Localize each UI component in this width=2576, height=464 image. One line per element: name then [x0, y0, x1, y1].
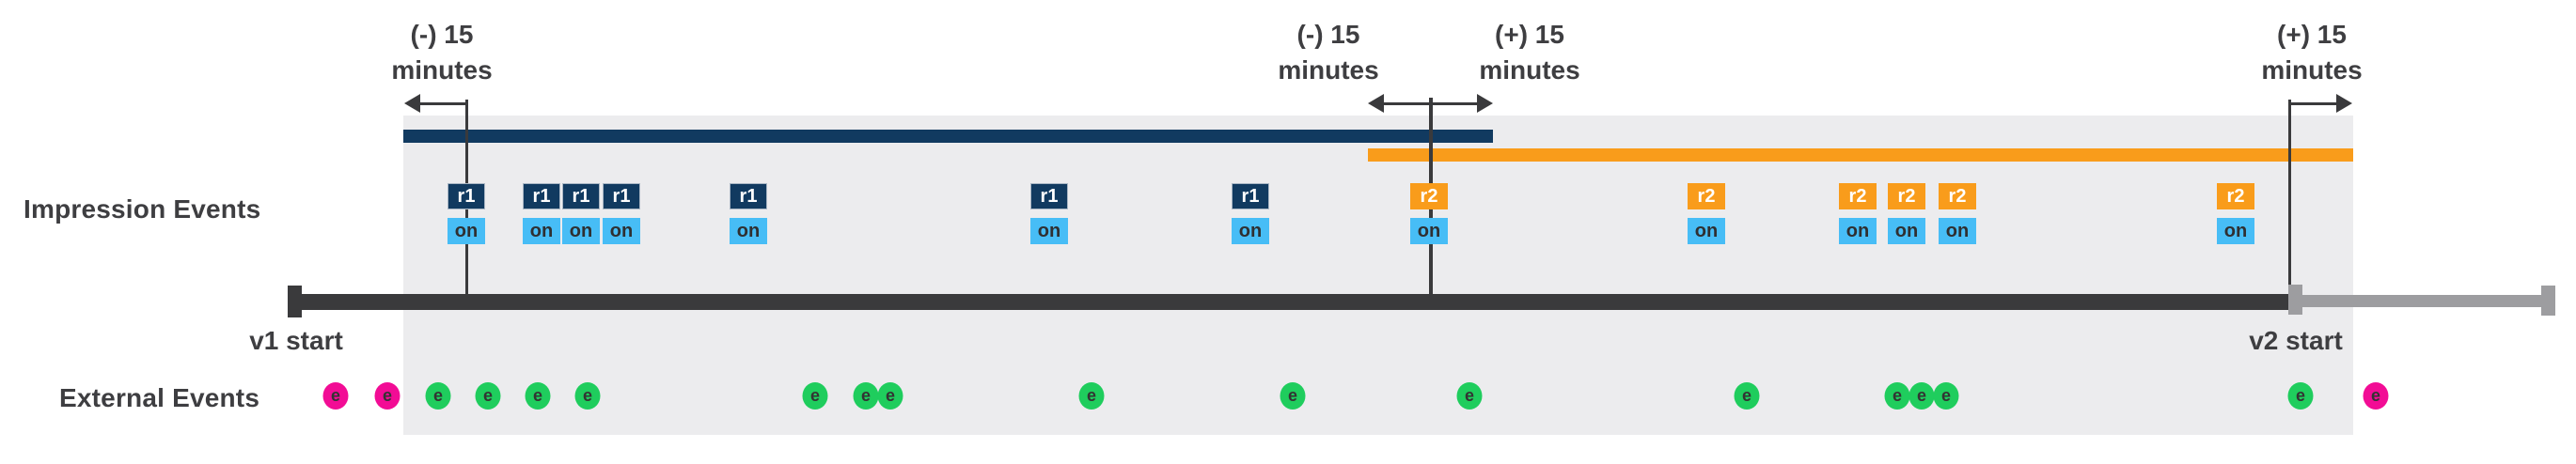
- external-event-dot-green: e: [1456, 382, 1483, 410]
- v2-start-marker: [2288, 285, 2302, 315]
- annotation-line1: (+) 15: [2277, 20, 2347, 49]
- v2-start-label: v2 start: [2249, 326, 2343, 355]
- external-event-dot-green: e: [525, 382, 551, 410]
- r2-badge: r2: [1888, 183, 1925, 209]
- external-event-dot-green: e: [425, 382, 451, 410]
- r1-badge: r1: [730, 183, 767, 209]
- on-badge: on: [1030, 218, 1068, 244]
- external-event-dot-green: e: [574, 382, 601, 410]
- arrow-left-icon: [1368, 94, 1384, 113]
- arrow-right-icon: [2336, 94, 2352, 113]
- external-event-dot-green: e: [1908, 382, 1935, 410]
- analysis-window-panel: [403, 116, 2353, 435]
- v2-start-guide-line: [2288, 100, 2291, 295]
- arrow-left-icon: [404, 94, 420, 113]
- r1-badge: r1: [603, 183, 640, 209]
- on-badge: on: [523, 218, 560, 244]
- on-badge: on: [2217, 218, 2254, 244]
- on-badge: on: [603, 218, 640, 244]
- annotation-v2-end-plus-15: (+) 15 minutes: [2261, 17, 2362, 88]
- timeline-end-marker: [2541, 286, 2555, 316]
- external-event-dot-pink: e: [374, 382, 401, 410]
- annotation-line1: (+) 15: [1495, 20, 1564, 49]
- annotation-line2: minutes: [391, 55, 493, 85]
- external-event-dot-green: e: [1078, 382, 1105, 410]
- on-badge: on: [1688, 218, 1725, 244]
- impression-events-row-label: Impression Events: [24, 194, 261, 224]
- on-badge: on: [1839, 218, 1877, 244]
- external-event-dot-green: e: [802, 382, 828, 410]
- minus15-arrow-line: [419, 102, 466, 105]
- on-badge: on: [1410, 218, 1448, 244]
- on-badge: on: [1939, 218, 1976, 244]
- r1-badge: r1: [523, 183, 560, 209]
- r1-badge: r1: [448, 183, 485, 209]
- external-event-dot-green: e: [475, 382, 501, 410]
- external-event-dot-green: e: [1933, 382, 1959, 410]
- v1-start-marker: [288, 286, 302, 317]
- annotation-v1-minus-15: (-) 15 minutes: [391, 17, 492, 88]
- external-event-dot-green: e: [1734, 382, 1760, 410]
- r2-badge: r2: [2217, 183, 2254, 209]
- annotation-line2: minutes: [1479, 55, 1580, 85]
- plus15-arrow-line: [2291, 102, 2338, 105]
- v2-active-bar: [1368, 148, 2353, 162]
- external-event-dot-pink: e: [2363, 382, 2389, 410]
- plusminus15-arrow-line: [1382, 102, 1480, 105]
- annotation-line2: minutes: [1278, 55, 1379, 85]
- annotation-line1: (-) 15: [410, 20, 474, 49]
- external-event-dot-green: e: [853, 382, 879, 410]
- r2-badge: r2: [1688, 183, 1725, 209]
- external-event-dot-green: e: [1884, 382, 1910, 410]
- r2-badge: r2: [1839, 183, 1877, 209]
- annotation-line1: (-) 15: [1296, 20, 1360, 49]
- timeline-v1-segment: [294, 294, 2289, 310]
- on-badge: on: [730, 218, 767, 244]
- annotation-v2-plus-15: (+) 15 minutes: [1479, 17, 1579, 88]
- on-badge: on: [1232, 218, 1269, 244]
- on-badge: on: [1888, 218, 1925, 244]
- external-event-dot-pink: e: [322, 382, 349, 410]
- v1-start-label: v1 start: [249, 326, 343, 355]
- timeline-v2-segment: [2289, 295, 2548, 307]
- annotation-v2-minus-15: (-) 15 minutes: [1278, 17, 1378, 88]
- on-badge: on: [562, 218, 600, 244]
- external-event-dot-green: e: [2287, 382, 2314, 410]
- external-event-dot-green: e: [1280, 382, 1306, 410]
- annotation-line2: minutes: [2261, 55, 2363, 85]
- r1-badge: r1: [1232, 183, 1269, 209]
- r1-badge: r1: [1030, 183, 1068, 209]
- v1-active-bar: [403, 130, 1493, 143]
- r2-badge: r2: [1410, 183, 1448, 209]
- on-badge: on: [448, 218, 485, 244]
- external-event-dot-green: e: [877, 382, 903, 410]
- r1-badge: r1: [562, 183, 600, 209]
- r2-badge: r2: [1939, 183, 1976, 209]
- external-events-row-label: External Events: [59, 383, 260, 412]
- arrow-right-icon: [1477, 94, 1493, 113]
